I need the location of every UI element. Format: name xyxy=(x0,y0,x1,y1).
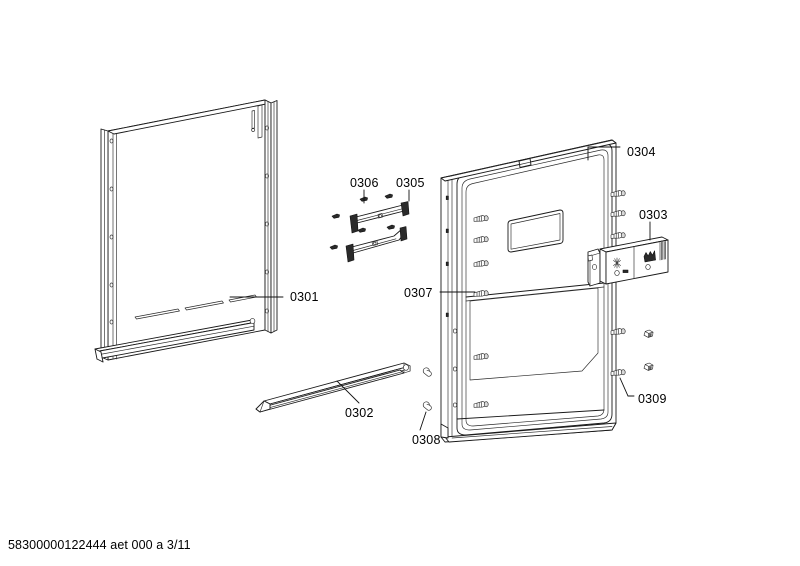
part-0308-cap-plugs: 0308 xyxy=(412,367,441,447)
led-indicator xyxy=(614,270,620,276)
part-0305-handle-bracket-upper xyxy=(345,226,408,263)
part-0303-control-module: 0303 xyxy=(587,208,669,287)
drawing-footer-text: 58300000122444 aet 000 a 3/11 xyxy=(8,538,191,552)
label-0304-text: 0304 xyxy=(627,145,656,159)
label-0307-text: 0307 xyxy=(404,286,433,300)
crown-button[interactable] xyxy=(643,250,656,270)
labels-0305-0306: 0306 0305 xyxy=(350,176,425,204)
label-0303-text: 0303 xyxy=(639,208,668,222)
label-0309-text: 0309 xyxy=(638,392,667,406)
label-0305-text: 0305 xyxy=(396,176,425,190)
part-0301-inner-door-panel: 0301 xyxy=(94,99,319,363)
module-ribbing xyxy=(659,241,666,261)
part-0307-frame-screw: 0307 xyxy=(404,286,476,300)
part-0302-trim-rail: 0302 xyxy=(255,362,411,420)
label-0301-text: 0301 xyxy=(290,290,319,304)
part-0309-side-screws: 0309 xyxy=(619,329,667,406)
label-0308-text: 0308 xyxy=(412,433,441,447)
label-0306-text: 0306 xyxy=(350,176,379,190)
led-indicator xyxy=(645,264,651,270)
part-0304-outer-door-panel: 0304 xyxy=(440,139,656,443)
star-button[interactable] xyxy=(613,257,629,276)
part-0306-handle-bracket-lower xyxy=(349,201,410,234)
label-0302-text: 0302 xyxy=(345,406,374,420)
